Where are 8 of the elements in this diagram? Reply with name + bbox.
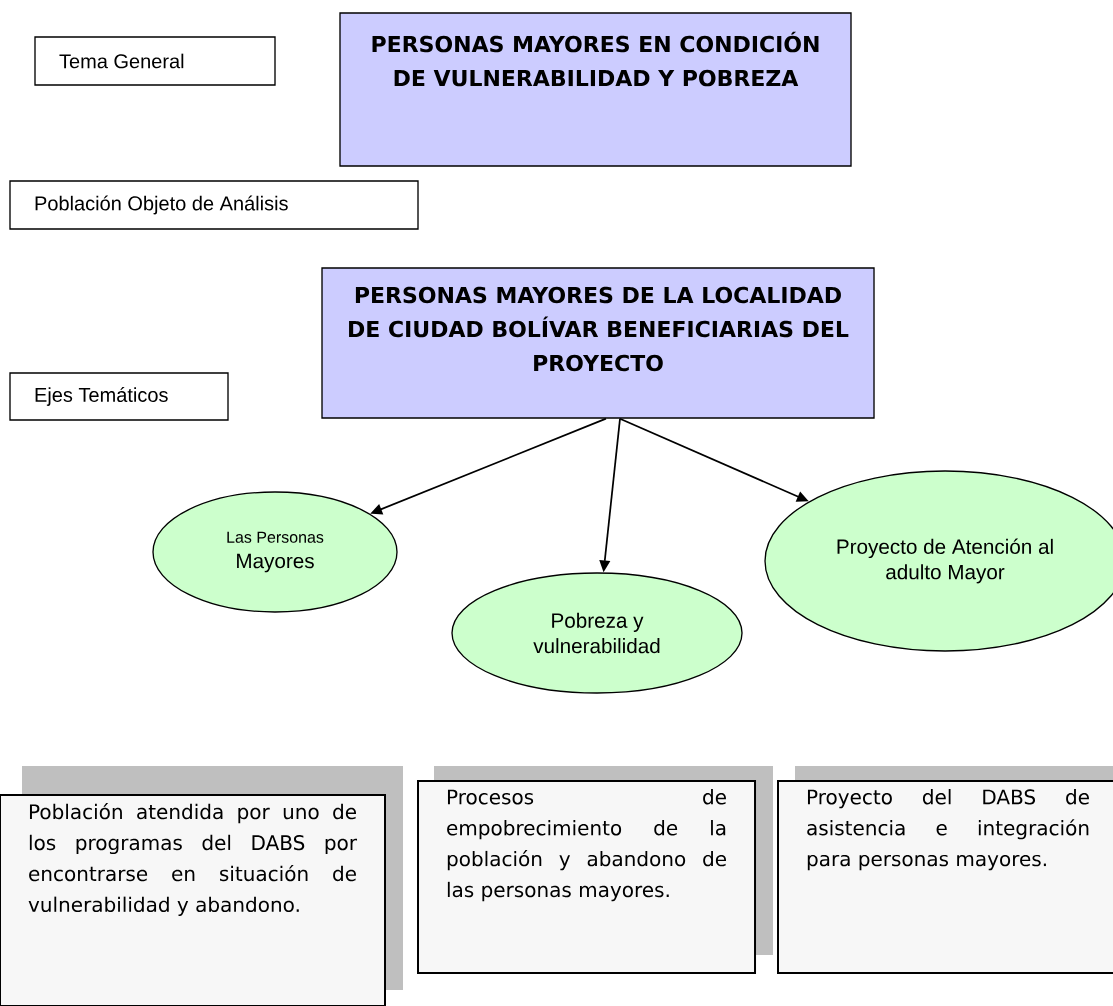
- title-box: PERSONAS MAYORES EN CONDICIÓN DE VULNERABILIDAD Y POBREZA: [339, 12, 852, 167]
- label-box: Ejes Temáticos: [9, 372, 229, 421]
- description-card: Procesos de empobrecimiento de la población y abandono de las personas mayores.: [417, 766, 773, 974]
- description-card: Población atendida por uno de los programas del DABS por encontrarse en situación de vulnerabilidad y abandono.: [0, 766, 403, 1006]
- label-box: Población Objeto de Análisis: [9, 180, 419, 230]
- label-box: Tema General: [34, 36, 276, 86]
- title-box: PERSONAS MAYORES DE LA LOCALIDAD DE CIUDAD BOLÍVAR BENEFICIARIAS DEL PROYECTO: [321, 267, 875, 419]
- description-card: Proyecto del DABS de asistencia e integración para personas mayores.: [777, 766, 1113, 974]
